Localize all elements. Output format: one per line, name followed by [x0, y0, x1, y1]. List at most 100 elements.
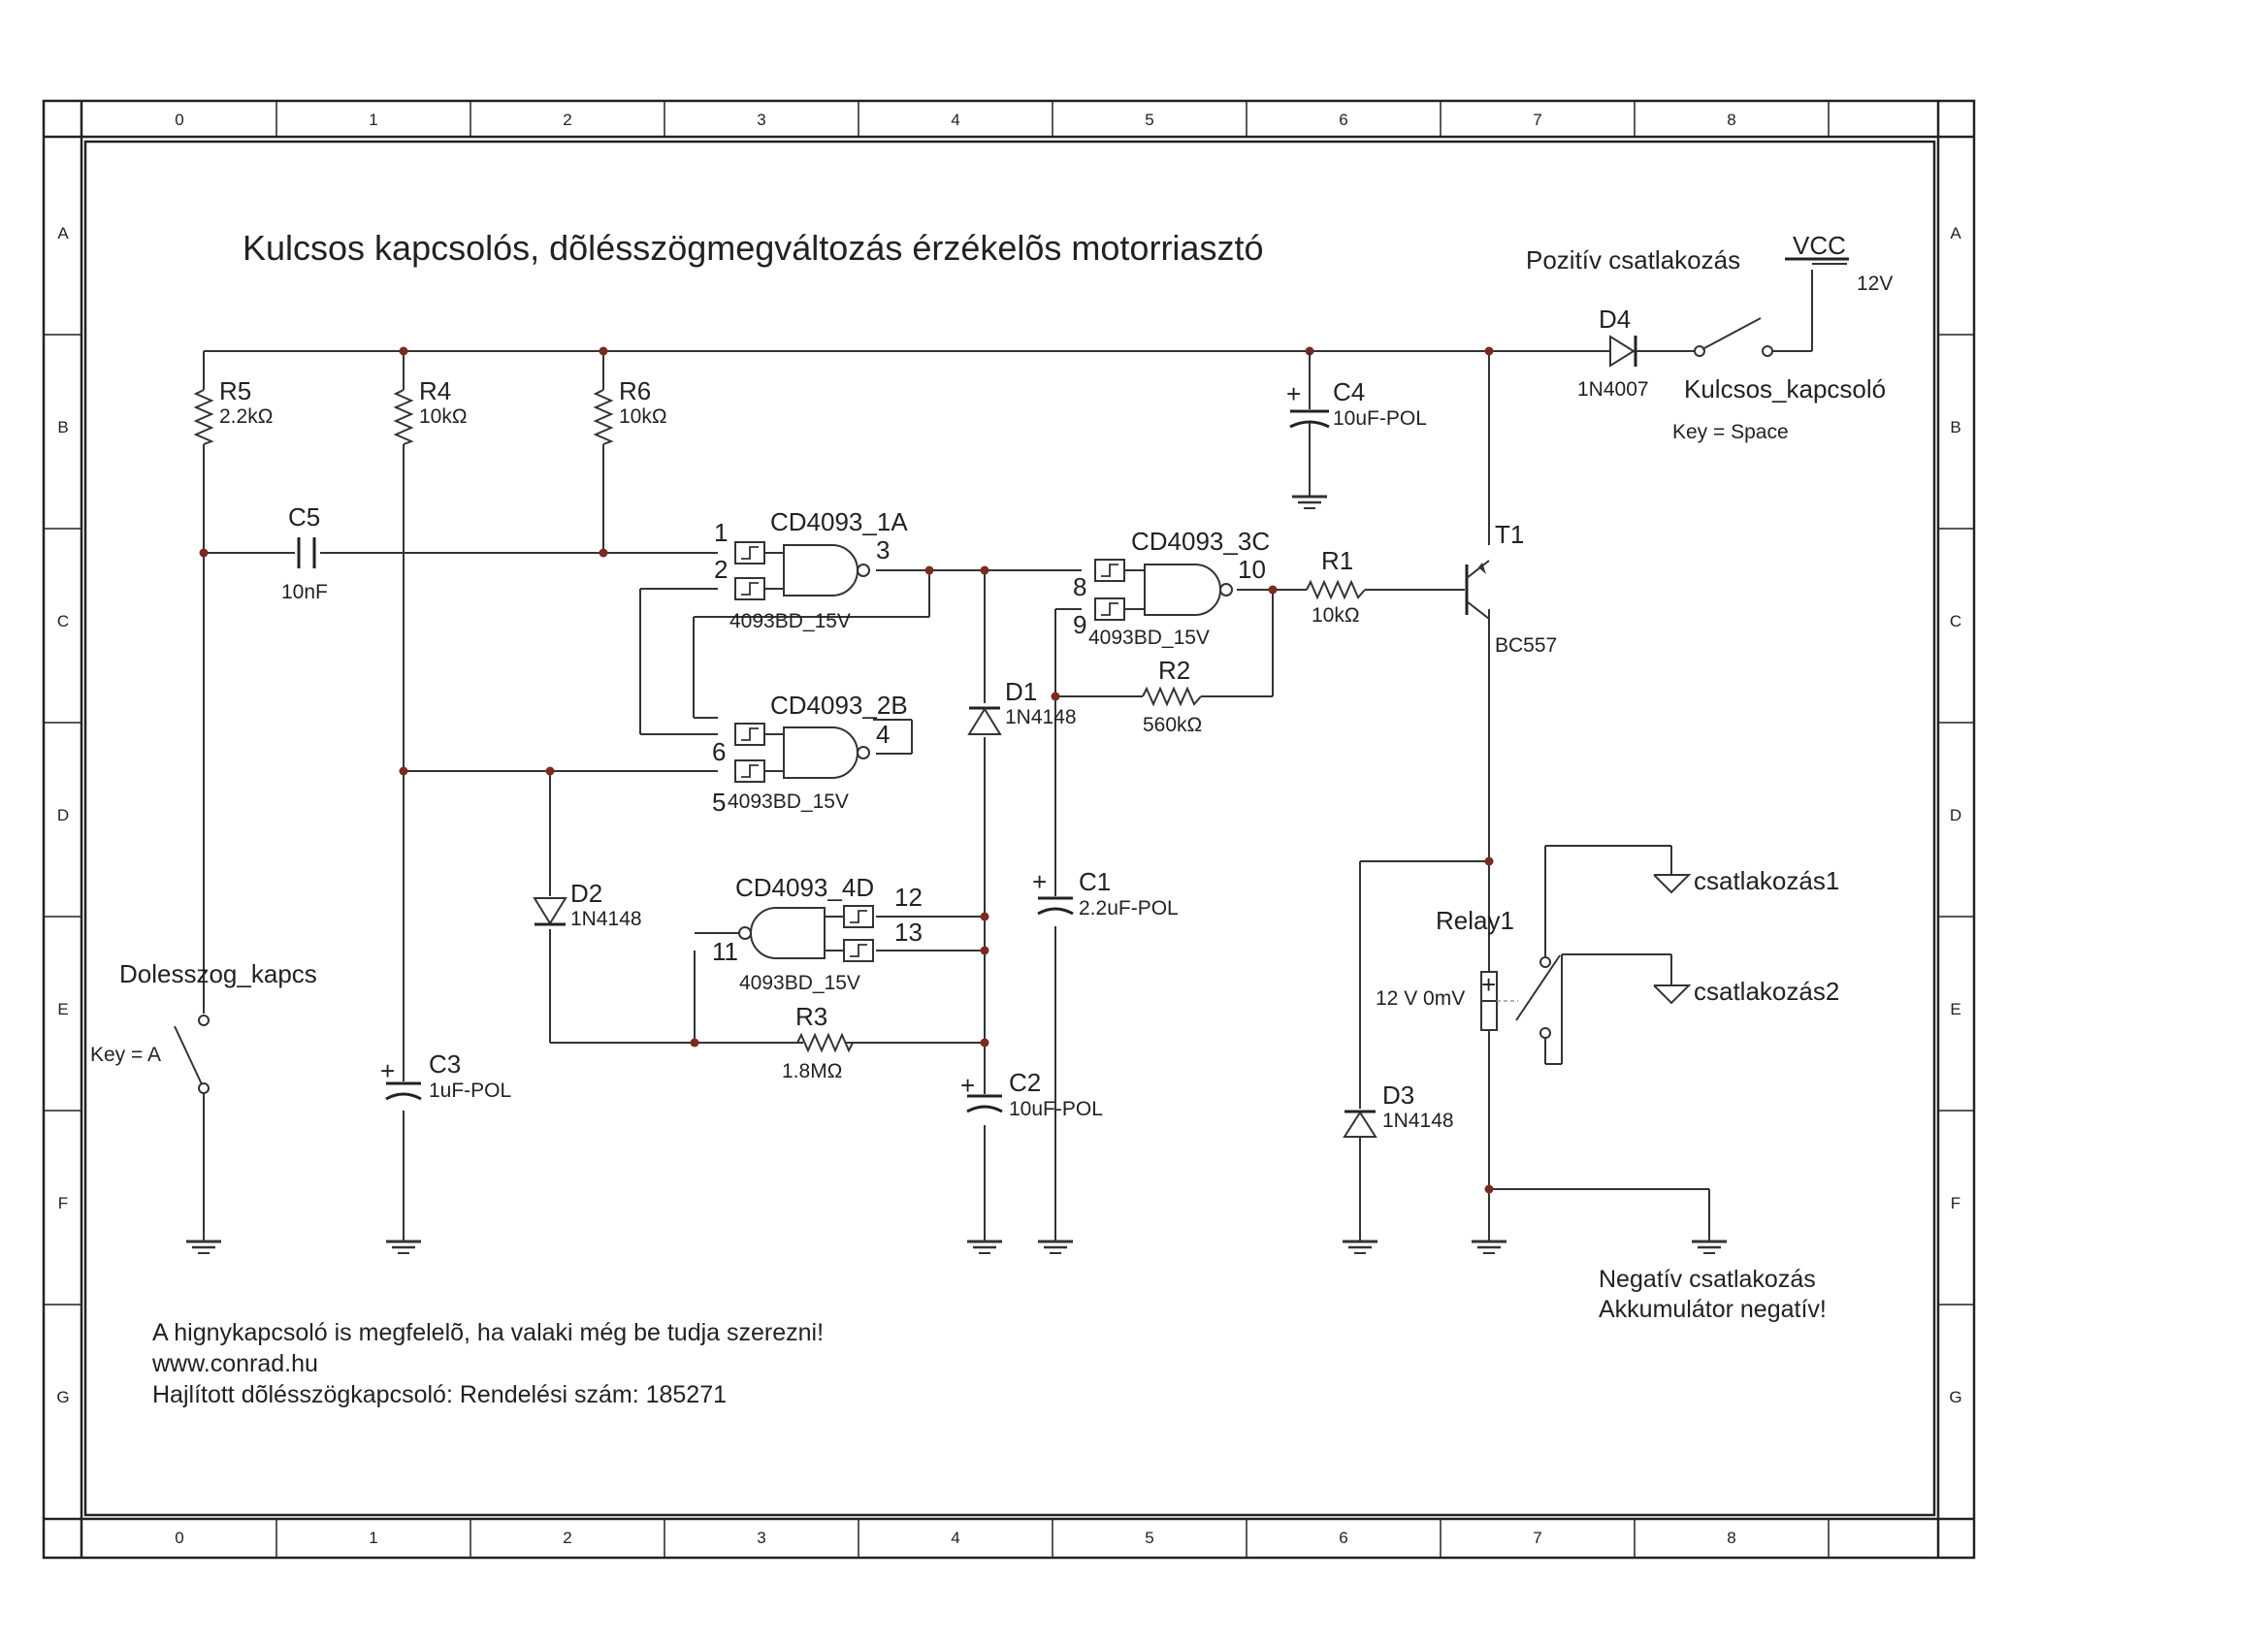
c2-value: 10uF-POL [1009, 1098, 1103, 1120]
vcc-value: 12V [1857, 273, 1893, 295]
diode-d2 [533, 897, 567, 926]
d1-value: 1N4148 [1005, 706, 1077, 728]
r1-value: 10kΩ [1312, 604, 1360, 627]
grid-row-label: C [1950, 612, 1961, 630]
output-2-label: csatlakozás2 [1694, 977, 1839, 1006]
grid-col-label: 5 [1145, 111, 1153, 129]
r2-name: R2 [1158, 656, 1190, 685]
grid-row-label: C [57, 612, 69, 630]
resistor-r2 [1142, 686, 1202, 707]
key-switch-key: Key = Space [1672, 421, 1789, 443]
gate3-part: 4093BD_15V [1088, 627, 1210, 649]
gate3-pin: 10 [1238, 555, 1266, 584]
r1-name: R1 [1321, 546, 1353, 575]
d3-name: D3 [1382, 1081, 1414, 1110]
d1-name: D1 [1005, 677, 1037, 706]
power-label: Pozitív csatlakozás [1526, 245, 1740, 274]
gate1-part: 4093BD_15V [729, 610, 851, 632]
gate3-pin: 9 [1073, 610, 1086, 639]
tilt-switch-key: Key = A [90, 1044, 161, 1066]
c5-name: C5 [288, 502, 320, 532]
gate4-part: 4093BD_15V [739, 972, 860, 994]
resistor-r4 [393, 389, 414, 445]
r4-name: R4 [419, 376, 451, 405]
nand-gate-1a [734, 541, 870, 600]
output-terminal-2 [1653, 982, 1692, 1005]
grid-col-label: 0 [175, 1529, 183, 1547]
d3-value: 1N4148 [1382, 1110, 1454, 1132]
c3-polarity: + [380, 1056, 395, 1085]
resistor-r1 [1306, 579, 1366, 600]
nand-gate-2b [734, 723, 870, 783]
grid-row-label: A [57, 224, 69, 242]
grid-row-label: G [56, 1388, 69, 1406]
note-line: www.conrad.hu [151, 1350, 318, 1377]
d4-value: 1N4007 [1577, 378, 1649, 401]
note-line: Hajlított dõlésszögkapcsoló: Rendelési s… [152, 1381, 727, 1408]
grid-row-label: B [1950, 418, 1960, 436]
transistor-t1 [1465, 560, 1490, 620]
d4-name: D4 [1599, 305, 1631, 334]
grid-col-label: 8 [1727, 1529, 1735, 1547]
nand-gate-4d [695, 905, 874, 962]
grid-row-label: G [1949, 1388, 1961, 1406]
grid-col-label: 6 [1339, 111, 1347, 129]
grid-col-label: 3 [757, 111, 765, 129]
d2-value: 1N4148 [570, 908, 642, 930]
grid-col-label: 4 [951, 111, 959, 129]
nand-gate-3c [1094, 559, 1233, 621]
ground-icons [184, 1222, 1729, 1255]
diode-d3 [1343, 1110, 1377, 1138]
c1-name: C1 [1079, 867, 1111, 896]
d2-name: D2 [570, 879, 602, 908]
gate3-pin: 8 [1073, 572, 1086, 601]
c4-value: 10uF-POL [1333, 407, 1427, 430]
gate4-pin: 13 [894, 918, 923, 947]
junction-dots [199, 346, 1494, 1194]
r5-name: R5 [219, 376, 251, 405]
gate2-pin: 4 [876, 720, 890, 749]
relay-polarity: + [1481, 970, 1496, 999]
note-line: A hignykapcsoló is megfelelõ, ha valaki … [152, 1319, 824, 1346]
gate2-pin: 6 [712, 737, 726, 766]
grid-row-label: D [57, 806, 69, 824]
diode-d1 [967, 706, 1002, 735]
grid-col-label: 1 [369, 1529, 377, 1547]
grid-row-label: F [58, 1194, 68, 1212]
grid-row-label: F [1951, 1194, 1960, 1212]
capacitor-c3 [385, 1081, 422, 1101]
relay-value: 12 V 0mV [1376, 987, 1465, 1010]
relay-name: Relay1 [1436, 906, 1514, 935]
gate2-pin: 5 [712, 788, 726, 817]
gate4-name: CD4093_4D [735, 873, 874, 902]
r3-name: R3 [795, 1002, 827, 1031]
c4-polarity: + [1286, 379, 1301, 408]
gate4-pin: 12 [894, 883, 923, 912]
schematic-title: Kulcsos kapcsolós, dõlésszögmegváltozás … [243, 228, 1263, 268]
relay-1 [1480, 954, 1561, 1039]
grid-col-label: 3 [757, 1529, 765, 1547]
r6-value: 10kΩ [619, 405, 667, 428]
key-switch [1649, 317, 1812, 357]
gate1-pin: 3 [876, 535, 890, 564]
resistor-r3 [796, 1032, 854, 1053]
c1-value: 2.2uF-POL [1079, 897, 1179, 919]
drawing-frame: 0 1 2 3 4 5 6 7 8 0 1 2 3 4 5 6 7 8 A B … [42, 99, 1976, 1560]
tilt-switch-name: Dolesszog_kapcs [119, 959, 317, 988]
c2-name: C2 [1009, 1068, 1041, 1097]
gate3-name: CD4093_3C [1131, 527, 1270, 556]
grid-row-label: A [1950, 224, 1961, 242]
c1-polarity: + [1032, 867, 1047, 896]
r3-value: 1.8MΩ [782, 1060, 842, 1082]
grid-row-label: D [1950, 806, 1961, 824]
gate4-pin: 11 [712, 937, 738, 966]
r2-value: 560kΩ [1143, 714, 1202, 736]
r6-name: R6 [619, 376, 651, 405]
resistor-r5 [193, 389, 214, 445]
grid-col-label: 5 [1145, 1529, 1153, 1547]
resistor-r6 [593, 389, 614, 445]
gate1-pin: 1 [714, 518, 728, 547]
c4-name: C4 [1333, 377, 1365, 406]
capacitor-c4 [1289, 351, 1330, 510]
